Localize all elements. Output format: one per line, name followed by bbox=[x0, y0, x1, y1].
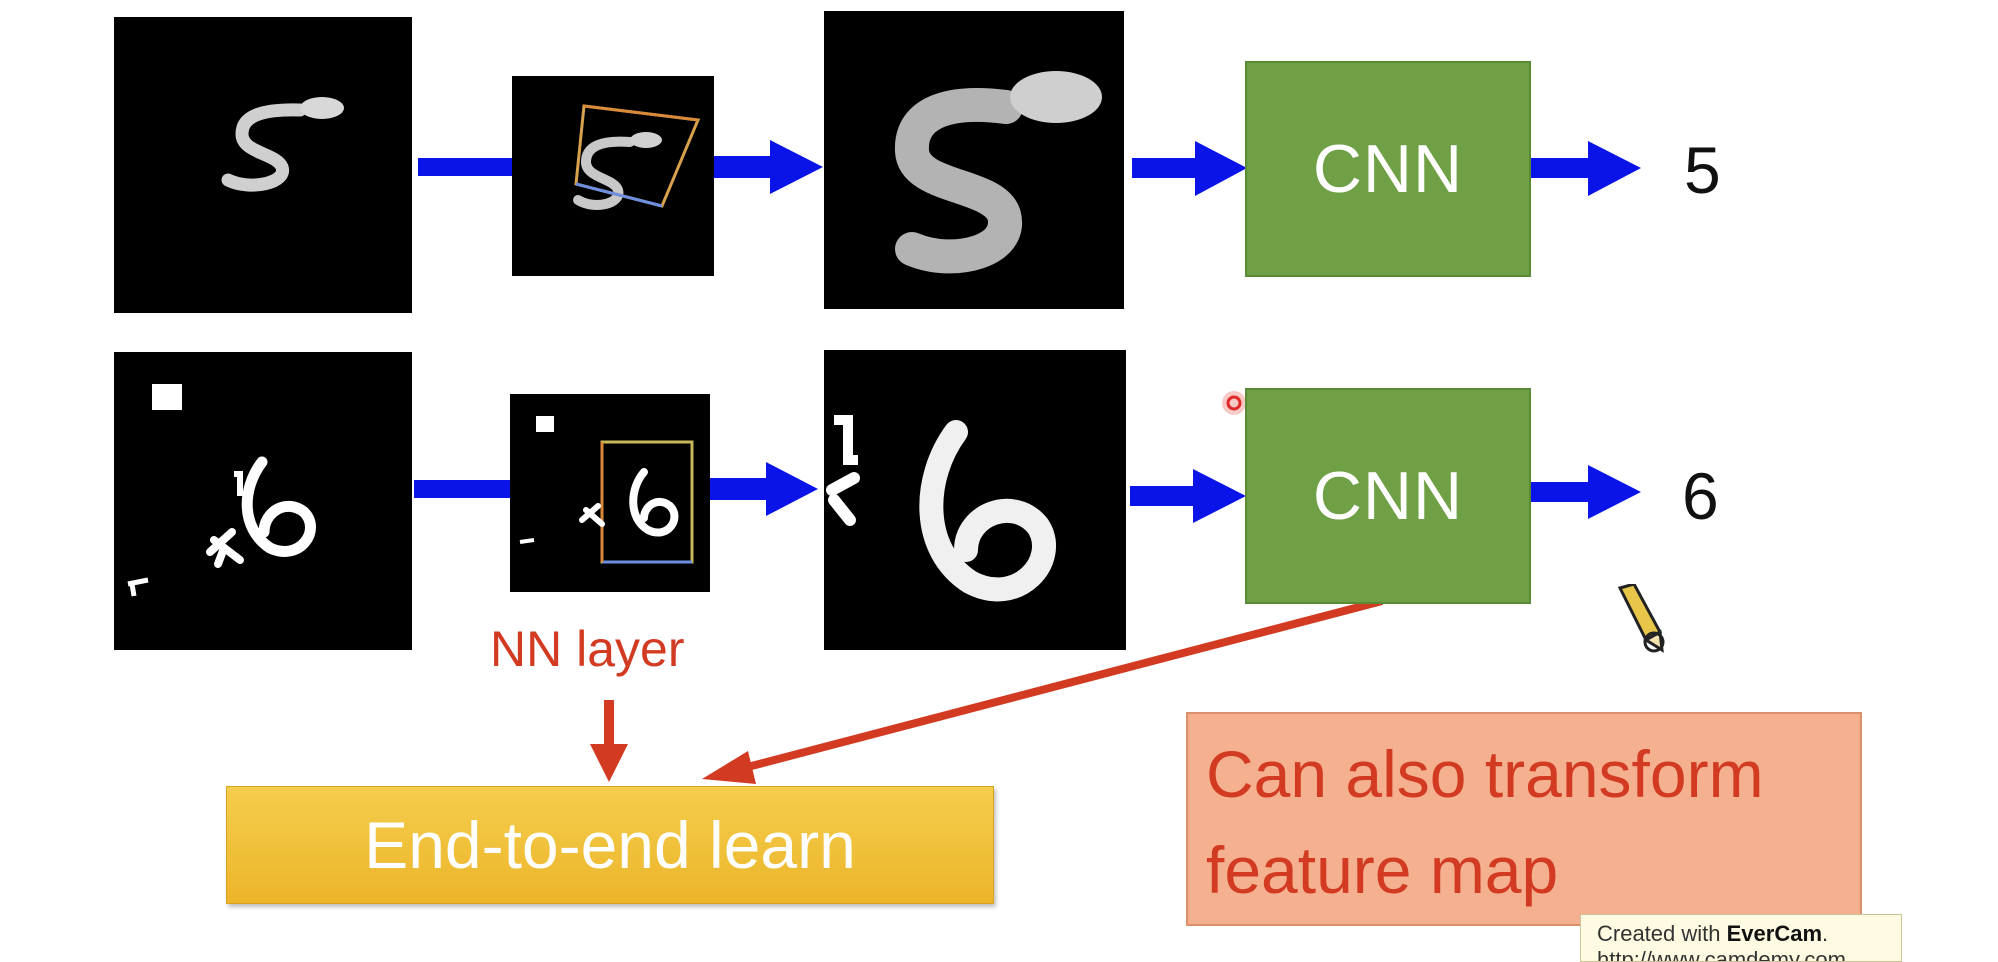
row1-prediction: 5 bbox=[1684, 133, 1721, 207]
row1-localized-image bbox=[512, 76, 714, 276]
digit-six-cluttered bbox=[127, 384, 316, 597]
row1-arrow3-head bbox=[1588, 141, 1641, 196]
row1-input-digit-image bbox=[114, 17, 412, 313]
digit-five-with-box bbox=[573, 104, 701, 210]
row1-arrow2-shaft bbox=[1132, 158, 1198, 178]
cnn-label: CNN bbox=[1312, 131, 1464, 207]
cnn-to-e2e-arrow-line bbox=[738, 597, 1384, 773]
end-to-end-learn-box: End-to-end learn bbox=[226, 786, 994, 904]
digit-five-zoomed bbox=[895, 71, 1102, 274]
row2-link-line bbox=[414, 480, 510, 498]
watermark-suffix: . bbox=[1822, 921, 1829, 946]
digit-six-zoomed bbox=[826, 415, 1056, 602]
row2-arrow1-head bbox=[766, 462, 818, 516]
row2-arrow2-head bbox=[1193, 469, 1246, 523]
nn-layer-arrow-head bbox=[590, 744, 628, 782]
end-to-end-learn-label: End-to-end learn bbox=[364, 808, 856, 882]
row1-arrow2-head bbox=[1195, 141, 1247, 196]
row1-arrow3-shaft bbox=[1526, 158, 1590, 178]
note-line-1: Can also transform bbox=[1206, 737, 1764, 811]
cnn-label: CNN bbox=[1312, 458, 1464, 534]
evercam-watermark: Created with EverCam. http://www.camdemy… bbox=[1580, 914, 1902, 962]
nn-layer-label: NN layer bbox=[490, 621, 685, 677]
row2-arrow2-shaft bbox=[1130, 486, 1196, 506]
row2-arrow3-head bbox=[1588, 465, 1641, 519]
watermark-prefix: Created with bbox=[1597, 921, 1727, 946]
nn-layer-arrow-shaft bbox=[604, 700, 614, 748]
digit-six-with-box bbox=[519, 416, 694, 564]
row1-arrow1-shaft bbox=[712, 156, 774, 178]
row1-arrow1-head bbox=[770, 140, 823, 194]
cursor-dot bbox=[1222, 391, 1246, 415]
row1-link-line bbox=[418, 158, 514, 176]
row1-transformed-image bbox=[824, 11, 1124, 309]
note-line-2: feature map bbox=[1206, 833, 1559, 907]
row2-arrow3-shaft bbox=[1526, 482, 1590, 502]
cnn-to-e2e-arrow-head bbox=[702, 751, 756, 784]
row2-localized-image bbox=[510, 394, 710, 592]
row2-prediction: 6 bbox=[1682, 459, 1719, 533]
pencil-cursor-icon bbox=[1617, 584, 1665, 653]
row2-transformed-image bbox=[824, 350, 1126, 650]
digit-five-small bbox=[221, 97, 344, 192]
watermark-url: http://www.camdemy.com bbox=[1597, 947, 1846, 962]
watermark-brand: EverCam bbox=[1726, 921, 1823, 946]
row1-cnn-block: CNN bbox=[1245, 61, 1531, 277]
row2-cnn-block: CNN bbox=[1245, 388, 1531, 604]
row2-input-digit-image bbox=[114, 352, 412, 650]
transform-feature-map-note: Can also transform feature map bbox=[1186, 712, 1862, 926]
row2-arrow1-shaft bbox=[710, 478, 770, 500]
